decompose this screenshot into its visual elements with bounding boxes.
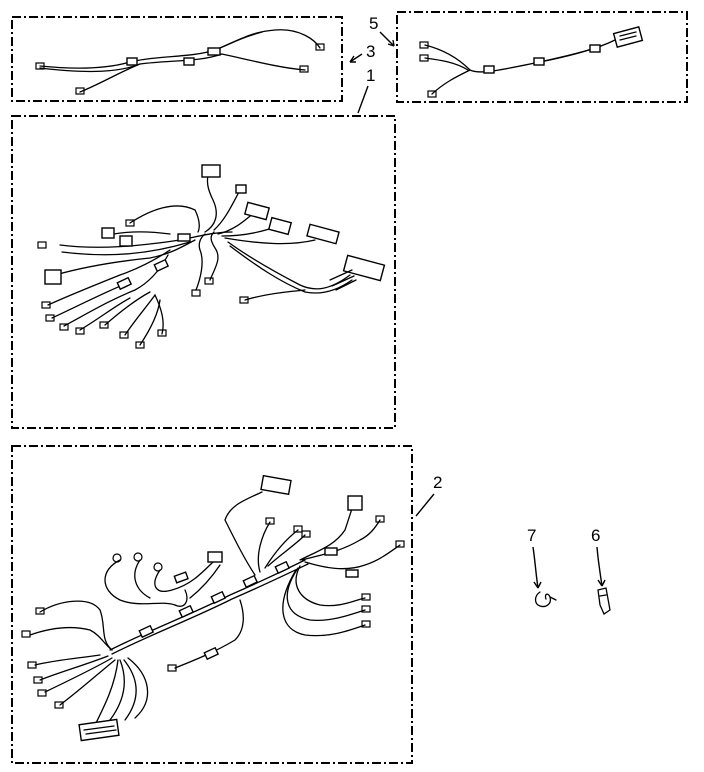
part-2-terminal-7 — [167, 664, 177, 672]
part-1-frame — [11, 115, 396, 429]
part-1-harness-group — [11, 115, 396, 429]
callout-5: 5 — [369, 14, 378, 33]
part-2-splice-3 — [210, 590, 227, 605]
part-1-terminal-10 — [191, 289, 201, 297]
part-7-clip — [534, 591, 557, 608]
part-3-terminal-left — [35, 62, 45, 70]
part-5-splice-1 — [483, 65, 495, 74]
part-2-splice-6 — [173, 571, 189, 584]
part-5-harness-group — [396, 11, 688, 103]
callout-2: 2 — [433, 473, 442, 492]
part-2-terminal-8 — [265, 517, 275, 525]
part-2-harness-group — [11, 445, 413, 764]
callout-3-leader — [349, 53, 363, 63]
part-3-terminal-top-right — [315, 43, 325, 51]
part-2-splice-8 — [324, 547, 338, 556]
callout-3: 3 — [366, 42, 375, 61]
part-1-terminal-9 — [157, 329, 167, 337]
part-2-terminal-14 — [361, 605, 371, 613]
part-1-splice-3 — [177, 233, 191, 242]
part-3-wires — [39, 29, 321, 93]
part-1-splice-1 — [153, 258, 170, 273]
part-2-splice-1 — [138, 624, 155, 639]
part-2-ring-terminal-2 — [133, 552, 143, 562]
part-2-splice-7 — [203, 646, 220, 661]
part-2-connector-small — [207, 551, 223, 563]
part-2-ring-terminal-1 — [112, 553, 122, 563]
callout-6-leader — [596, 546, 603, 587]
part-1-connector-h — [101, 227, 115, 239]
part-1-connector-e — [306, 223, 340, 245]
part-1-terminal-5 — [75, 327, 85, 335]
part-2-terminal-10 — [301, 530, 311, 538]
part-3-splice-3 — [207, 47, 221, 56]
callouts: 1 3 5 2 7 6 — [349, 14, 606, 589]
part-1-connector-f — [329, 254, 386, 291]
callout-1-leader — [357, 85, 369, 114]
part-1-terminal-6 — [99, 321, 109, 329]
part-2-terminal-3 — [27, 661, 37, 669]
part-2-splice-9 — [345, 569, 359, 578]
part-5-splice-3 — [589, 44, 601, 53]
part-3-splice-2 — [183, 57, 195, 66]
part-1-connector-b — [235, 184, 247, 194]
part-1-connector-d — [267, 216, 293, 236]
part-1-terminal-4 — [59, 323, 69, 331]
part-2-frame — [11, 445, 413, 764]
part-2-wires — [29, 491, 401, 726]
part-3-splice-1 — [126, 57, 138, 66]
part-1-terminal-2 — [41, 301, 51, 309]
part-5-terminal-3 — [427, 90, 437, 98]
part-2-terminal-9 — [293, 525, 303, 533]
part-2-splice-2 — [178, 604, 195, 619]
part-2-terminal-1 — [35, 607, 45, 615]
callout-1: 1 — [366, 66, 375, 85]
callout-6: 6 — [591, 526, 600, 545]
part-2-terminal-4 — [33, 676, 43, 684]
part-1-terminal-11 — [204, 277, 214, 285]
callout-5-leader — [379, 31, 395, 47]
part-2-terminal-12 — [395, 540, 405, 548]
part-3-terminal-bottom — [75, 87, 85, 95]
part-2-terminal-13 — [361, 593, 371, 601]
part-1-splice-2 — [116, 276, 133, 291]
callout-7: 7 — [527, 526, 536, 545]
part-2-terminal-6 — [54, 701, 64, 709]
part-1-wires — [47, 169, 353, 346]
part-2-connector-bottom — [78, 718, 120, 742]
part-5-plug-connector — [612, 26, 644, 48]
part-2-connector-square — [347, 495, 363, 511]
part-6-bracket — [597, 587, 611, 615]
part-1-terminal-8 — [135, 341, 145, 349]
part-1-connector-a — [201, 164, 221, 178]
part-1-connector-c — [243, 201, 271, 221]
part-2-terminal-5 — [37, 689, 47, 697]
part-2-splice-5 — [274, 560, 291, 575]
part-2-terminal-15 — [361, 620, 371, 628]
part-3-frame — [11, 16, 343, 102]
part-2-terminal-2 — [21, 630, 31, 638]
part-1-terminal-1 — [37, 241, 47, 249]
part-1-terminal-12 — [239, 296, 249, 304]
part-1-terminal-7 — [119, 331, 129, 339]
part-2-terminal-11 — [375, 515, 385, 523]
part-3-terminal-right — [299, 65, 309, 73]
part-1-terminal-13 — [125, 219, 135, 227]
part-2-ring-terminal-3 — [153, 562, 163, 572]
part-1-connector-i — [119, 235, 133, 247]
part-1-terminal-3 — [45, 314, 55, 322]
callout-7-leader — [532, 546, 539, 589]
part-5-frame — [396, 11, 688, 103]
callout-2-leader — [415, 493, 435, 517]
part-1-connector-g — [44, 269, 62, 285]
part-2-splice-4 — [242, 574, 259, 589]
part-3-harness-group — [11, 16, 343, 102]
part-2-connector-top — [260, 474, 292, 496]
part-5-terminal-2 — [419, 54, 429, 62]
part-5-splice-2 — [533, 57, 545, 66]
part-5-terminal-1 — [419, 41, 429, 49]
part-5-wires — [424, 39, 616, 95]
